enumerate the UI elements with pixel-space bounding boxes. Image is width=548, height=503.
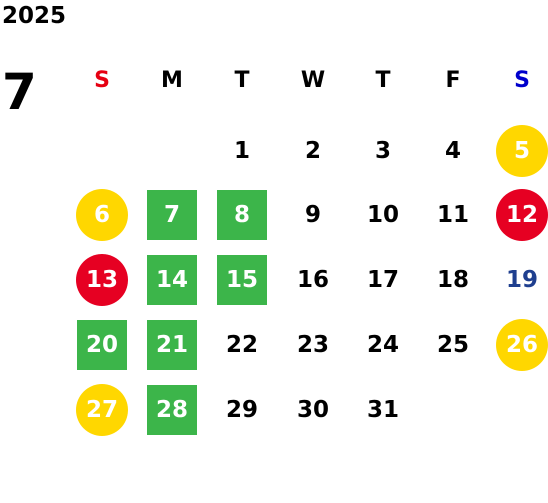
day-cell-yellow: 6	[76, 189, 128, 241]
day-cell-green: 28	[147, 385, 197, 435]
day-cell: 18	[436, 267, 469, 293]
weekday-wednesday: W	[300, 68, 326, 93]
day-cell: 10	[366, 202, 399, 228]
day-cell: 31	[366, 397, 399, 423]
day-cell: 3	[374, 138, 391, 164]
day-cell: 16	[296, 267, 329, 293]
day-cell: 17	[366, 267, 399, 293]
weekday-sunday: S	[94, 68, 110, 93]
day-cell-green: 14	[147, 255, 197, 305]
day-cell-green: 20	[77, 320, 127, 370]
day-cell: 4	[444, 138, 461, 164]
day-cell-yellow: 26	[496, 319, 548, 371]
weekday-friday: F	[445, 68, 461, 93]
day-cell-blue: 19	[505, 267, 538, 293]
day-cell: 23	[296, 332, 329, 358]
day-cell: 24	[366, 332, 399, 358]
day-cell: 9	[304, 202, 321, 228]
weekday-monday: M	[161, 68, 183, 93]
day-cell-red: 12	[496, 189, 548, 241]
day-cell: 29	[225, 397, 258, 423]
year-label: 2025	[2, 3, 67, 29]
month-label: 7	[2, 63, 37, 121]
day-cell: 22	[225, 332, 258, 358]
day-cell: 25	[436, 332, 469, 358]
day-cell-green: 21	[147, 320, 197, 370]
weekday-thursday: T	[375, 68, 391, 93]
day-cell-yellow: 27	[76, 384, 128, 436]
day-cell-yellow: 5	[496, 125, 548, 177]
weekday-tuesday: T	[234, 68, 250, 93]
day-cell-green: 15	[217, 255, 267, 305]
day-cell: 1	[233, 138, 250, 164]
day-cell-red: 13	[76, 254, 128, 306]
day-cell-green: 8	[217, 190, 267, 240]
weekday-saturday: S	[514, 68, 530, 93]
day-cell-green: 7	[147, 190, 197, 240]
day-cell: 2	[304, 138, 321, 164]
day-cell: 11	[436, 202, 469, 228]
day-cell: 30	[296, 397, 329, 423]
